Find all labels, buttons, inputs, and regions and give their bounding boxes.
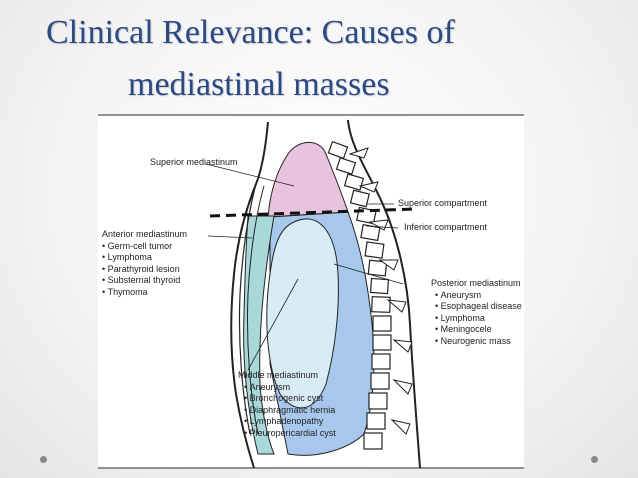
label-inferior-compartment: Inferior compartment: [404, 222, 488, 232]
anterior-item: Parathyroid lesion: [102, 264, 187, 276]
middle-item: Bronchogenic cyst: [244, 393, 336, 405]
slide-bullet-dot-right: [591, 456, 598, 463]
middle-item: Pleuropericardial cyst: [244, 428, 336, 440]
posterior-item: Lymphoma: [435, 313, 522, 325]
middle-mediastinum-block: Middle mediastinum Aneurysm Bronchogenic…: [238, 370, 336, 439]
slide-title-line2: mediastinal masses: [128, 66, 390, 103]
slide-title-line1: Clinical Relevance: Causes of: [46, 14, 455, 51]
middle-item: Lymphadenopathy: [244, 416, 336, 428]
label-superior-compartment: Superior compartment: [398, 198, 488, 208]
middle-item: Diaphragmatic hernia: [244, 405, 336, 417]
posterior-mediastinum-block: Posterior mediastinum Aneurysm Esophagea…: [431, 278, 522, 347]
posterior-item: Esophageal disease: [435, 301, 522, 313]
anterior-item: Germ-cell tumor: [102, 241, 187, 253]
middle-item: Aneurysm: [244, 382, 336, 394]
label-superior-mediastinum: Superior mediastinum: [150, 157, 238, 167]
posterior-title: Posterior mediastinum: [431, 278, 521, 288]
anterior-title: Anterior mediastinum: [102, 229, 188, 239]
middle-title: Middle mediastinum: [238, 370, 319, 380]
posterior-item: Meningocele: [435, 324, 522, 336]
posterior-item: Neurogenic mass: [435, 336, 522, 348]
anterior-mediastinum-block: Anterior mediastinum Germ-cell tumor Lym…: [102, 229, 187, 298]
anterior-item: Lymphoma: [102, 252, 187, 264]
mediastinum-diagram: Superior mediastinum Superior compartmen…: [98, 114, 524, 469]
posterior-item: Aneurysm: [435, 290, 522, 302]
slide-bullet-dot-left: [40, 456, 47, 463]
anterior-item: Thymoma: [102, 287, 187, 299]
anterior-item: Substernal thyroid: [102, 275, 187, 287]
